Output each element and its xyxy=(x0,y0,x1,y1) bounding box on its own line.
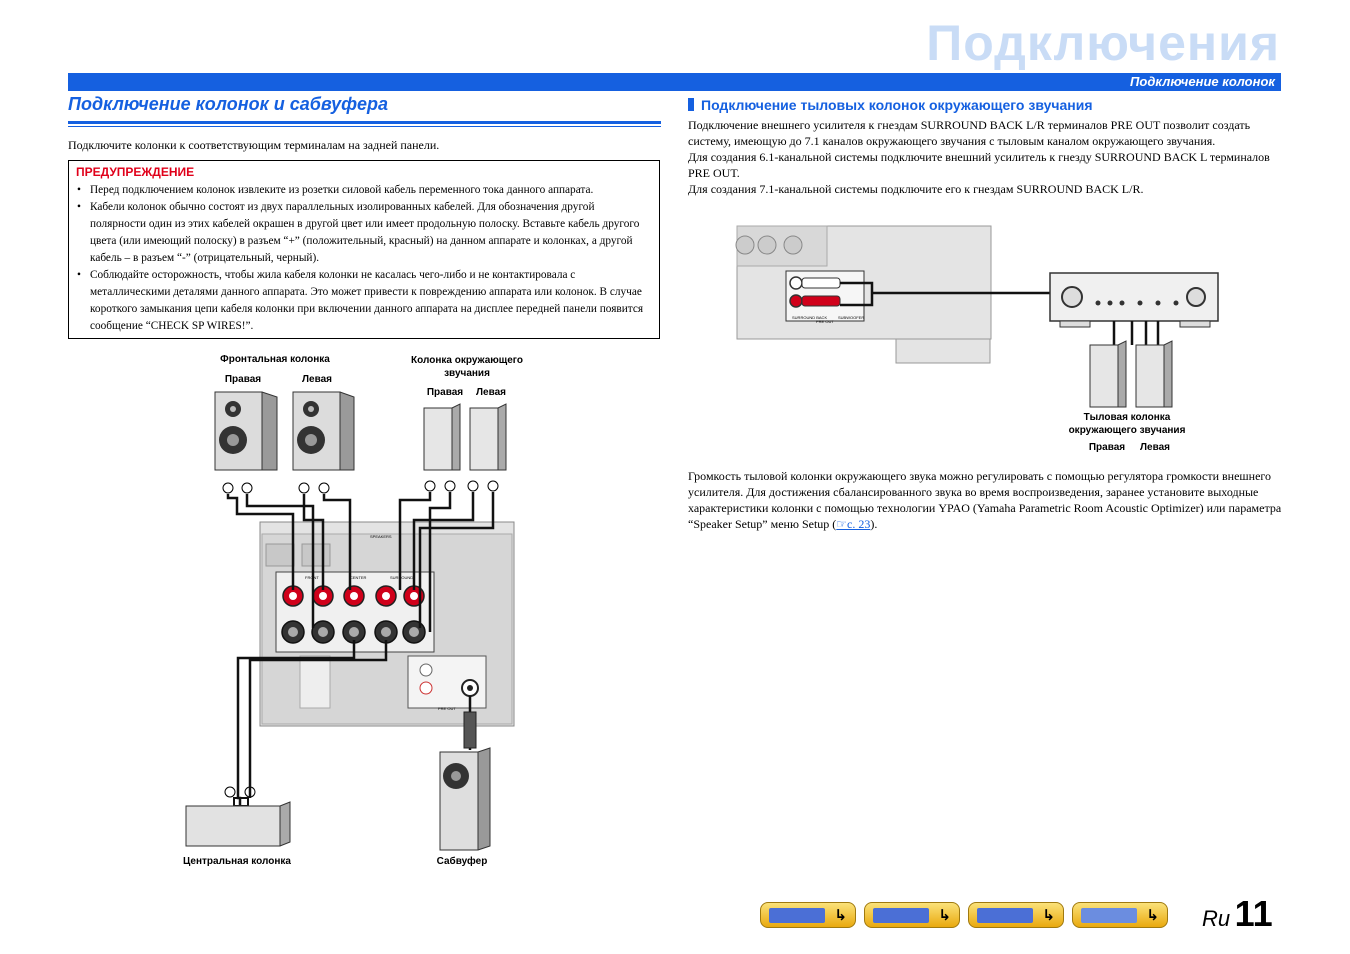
remote-icon xyxy=(1081,908,1137,923)
page-number: Ru 11 xyxy=(1202,893,1273,935)
svg-text:PRE OUT: PRE OUT xyxy=(816,319,834,324)
page-ref-link[interactable]: ☞с. 23 xyxy=(836,517,871,531)
surround-left-speaker xyxy=(469,403,507,471)
intro-text: Подключите колонки к соответствующим тер… xyxy=(68,138,440,152)
page-number-value: 11 xyxy=(1234,893,1273,934)
subwoofer-label: Сабвуфер xyxy=(436,856,488,867)
rear-panel-icon xyxy=(873,908,929,923)
surround-speaker-label: Колонка окружающего звучания xyxy=(411,355,523,379)
front-left-speaker xyxy=(292,391,355,471)
subwoofer xyxy=(439,711,491,851)
receiver-rear-panel: SPEAKERS FRONT CENTER SURROUND PRE OUT xyxy=(259,521,515,727)
front-right-speaker xyxy=(214,391,278,471)
front-right-label: Правая xyxy=(224,374,262,385)
warning-item: Перед подключением колонок извлеките из … xyxy=(75,182,653,199)
volume-note-end: ). xyxy=(870,517,878,531)
nav-rear-panel-button[interactable]: ↳ xyxy=(864,902,960,928)
paragraph: Подключение внешнего усилителя к гнездам… xyxy=(688,118,1251,148)
rear-right-label: Правая xyxy=(1088,442,1126,453)
right-heading-text: Подключение тыловых колонок окружающего … xyxy=(701,97,1093,113)
front-left-label: Левая xyxy=(302,374,332,385)
warning-item: Кабели колонок обычно состоят из двух па… xyxy=(75,199,653,267)
arrow-icon: ↳ xyxy=(1146,906,1159,924)
rear-left-label: Левая xyxy=(1140,442,1170,453)
language-code: Ru xyxy=(1202,906,1231,931)
volume-note: Громкость тыловой колонки окружающего зв… xyxy=(688,468,1288,532)
surround-right-label: Правая xyxy=(426,387,464,398)
svg-text:SURROUND: SURROUND xyxy=(390,575,413,580)
heading-rule xyxy=(68,121,661,124)
nav-remote-button[interactable]: ↳ xyxy=(1072,902,1168,928)
arrow-icon: ↳ xyxy=(938,906,951,924)
surround-right-speaker xyxy=(423,403,461,471)
speaker-connection-diagram: SPEAKERS FRONT CENTER SURROUND PRE OUT xyxy=(185,391,515,851)
nav-display-button[interactable]: ↳ xyxy=(968,902,1064,928)
section-bar: Подключение колонок xyxy=(68,73,1281,91)
surround-back-diagram: SURROUND BACK SUBWOOFER PRE OUT xyxy=(735,225,1219,408)
paragraph: Для создания 6.1-канальной системы подкл… xyxy=(688,150,1270,180)
chapter-title: Подключения xyxy=(926,15,1280,71)
section-label: Подключение колонок xyxy=(1130,74,1275,89)
svg-text:SURROUND BACK: SURROUND BACK xyxy=(792,315,827,320)
right-heading: Подключение тыловых колонок окружающего … xyxy=(688,97,1093,113)
warning-item: Соблюдайте осторожность, чтобы жила кабе… xyxy=(75,267,653,335)
paragraph: Для создания 7.1-канальной системы подкл… xyxy=(688,182,1144,196)
warning-box: ПРЕДУПРЕЖДЕНИЕ Перед подключением колоно… xyxy=(68,160,660,339)
right-description: Подключение внешнего усилителя к гнездам… xyxy=(688,117,1288,197)
warning-list: Перед подключением колонок извлеките из … xyxy=(75,182,653,335)
front-speaker-label: Фронтальная колонка xyxy=(220,354,330,365)
center-speaker-label: Центральная колонка xyxy=(183,856,291,867)
front-panel-icon xyxy=(769,908,825,923)
svg-text:SPEAKERS: SPEAKERS xyxy=(370,534,392,539)
left-heading: Подключение колонок и сабвуфера xyxy=(68,94,389,114)
svg-text:SUBWOOFER: SUBWOOFER xyxy=(838,315,864,320)
surround-left-label: Левая xyxy=(476,387,506,398)
rear-speaker-label: Тыловая колонка окружающего звучания xyxy=(1056,411,1198,437)
heading-rule-thin xyxy=(68,126,661,127)
warning-title: ПРЕДУПРЕЖДЕНИЕ xyxy=(76,165,195,179)
volume-note-text: Громкость тыловой колонки окружающего зв… xyxy=(688,469,1282,531)
arrow-icon: ↳ xyxy=(834,906,847,924)
arrow-icon: ↳ xyxy=(1042,906,1055,924)
nav-front-panel-button[interactable]: ↳ xyxy=(760,902,856,928)
svg-text:CENTER: CENTER xyxy=(350,575,367,580)
rear-label-line: Тыловая колонка xyxy=(1083,412,1171,423)
heading-marker xyxy=(688,98,694,111)
rear-label-line: окружающего звучания xyxy=(1068,425,1186,436)
svg-text:PRE OUT: PRE OUT xyxy=(438,706,456,711)
center-speaker xyxy=(185,797,291,847)
display-icon xyxy=(977,908,1033,923)
